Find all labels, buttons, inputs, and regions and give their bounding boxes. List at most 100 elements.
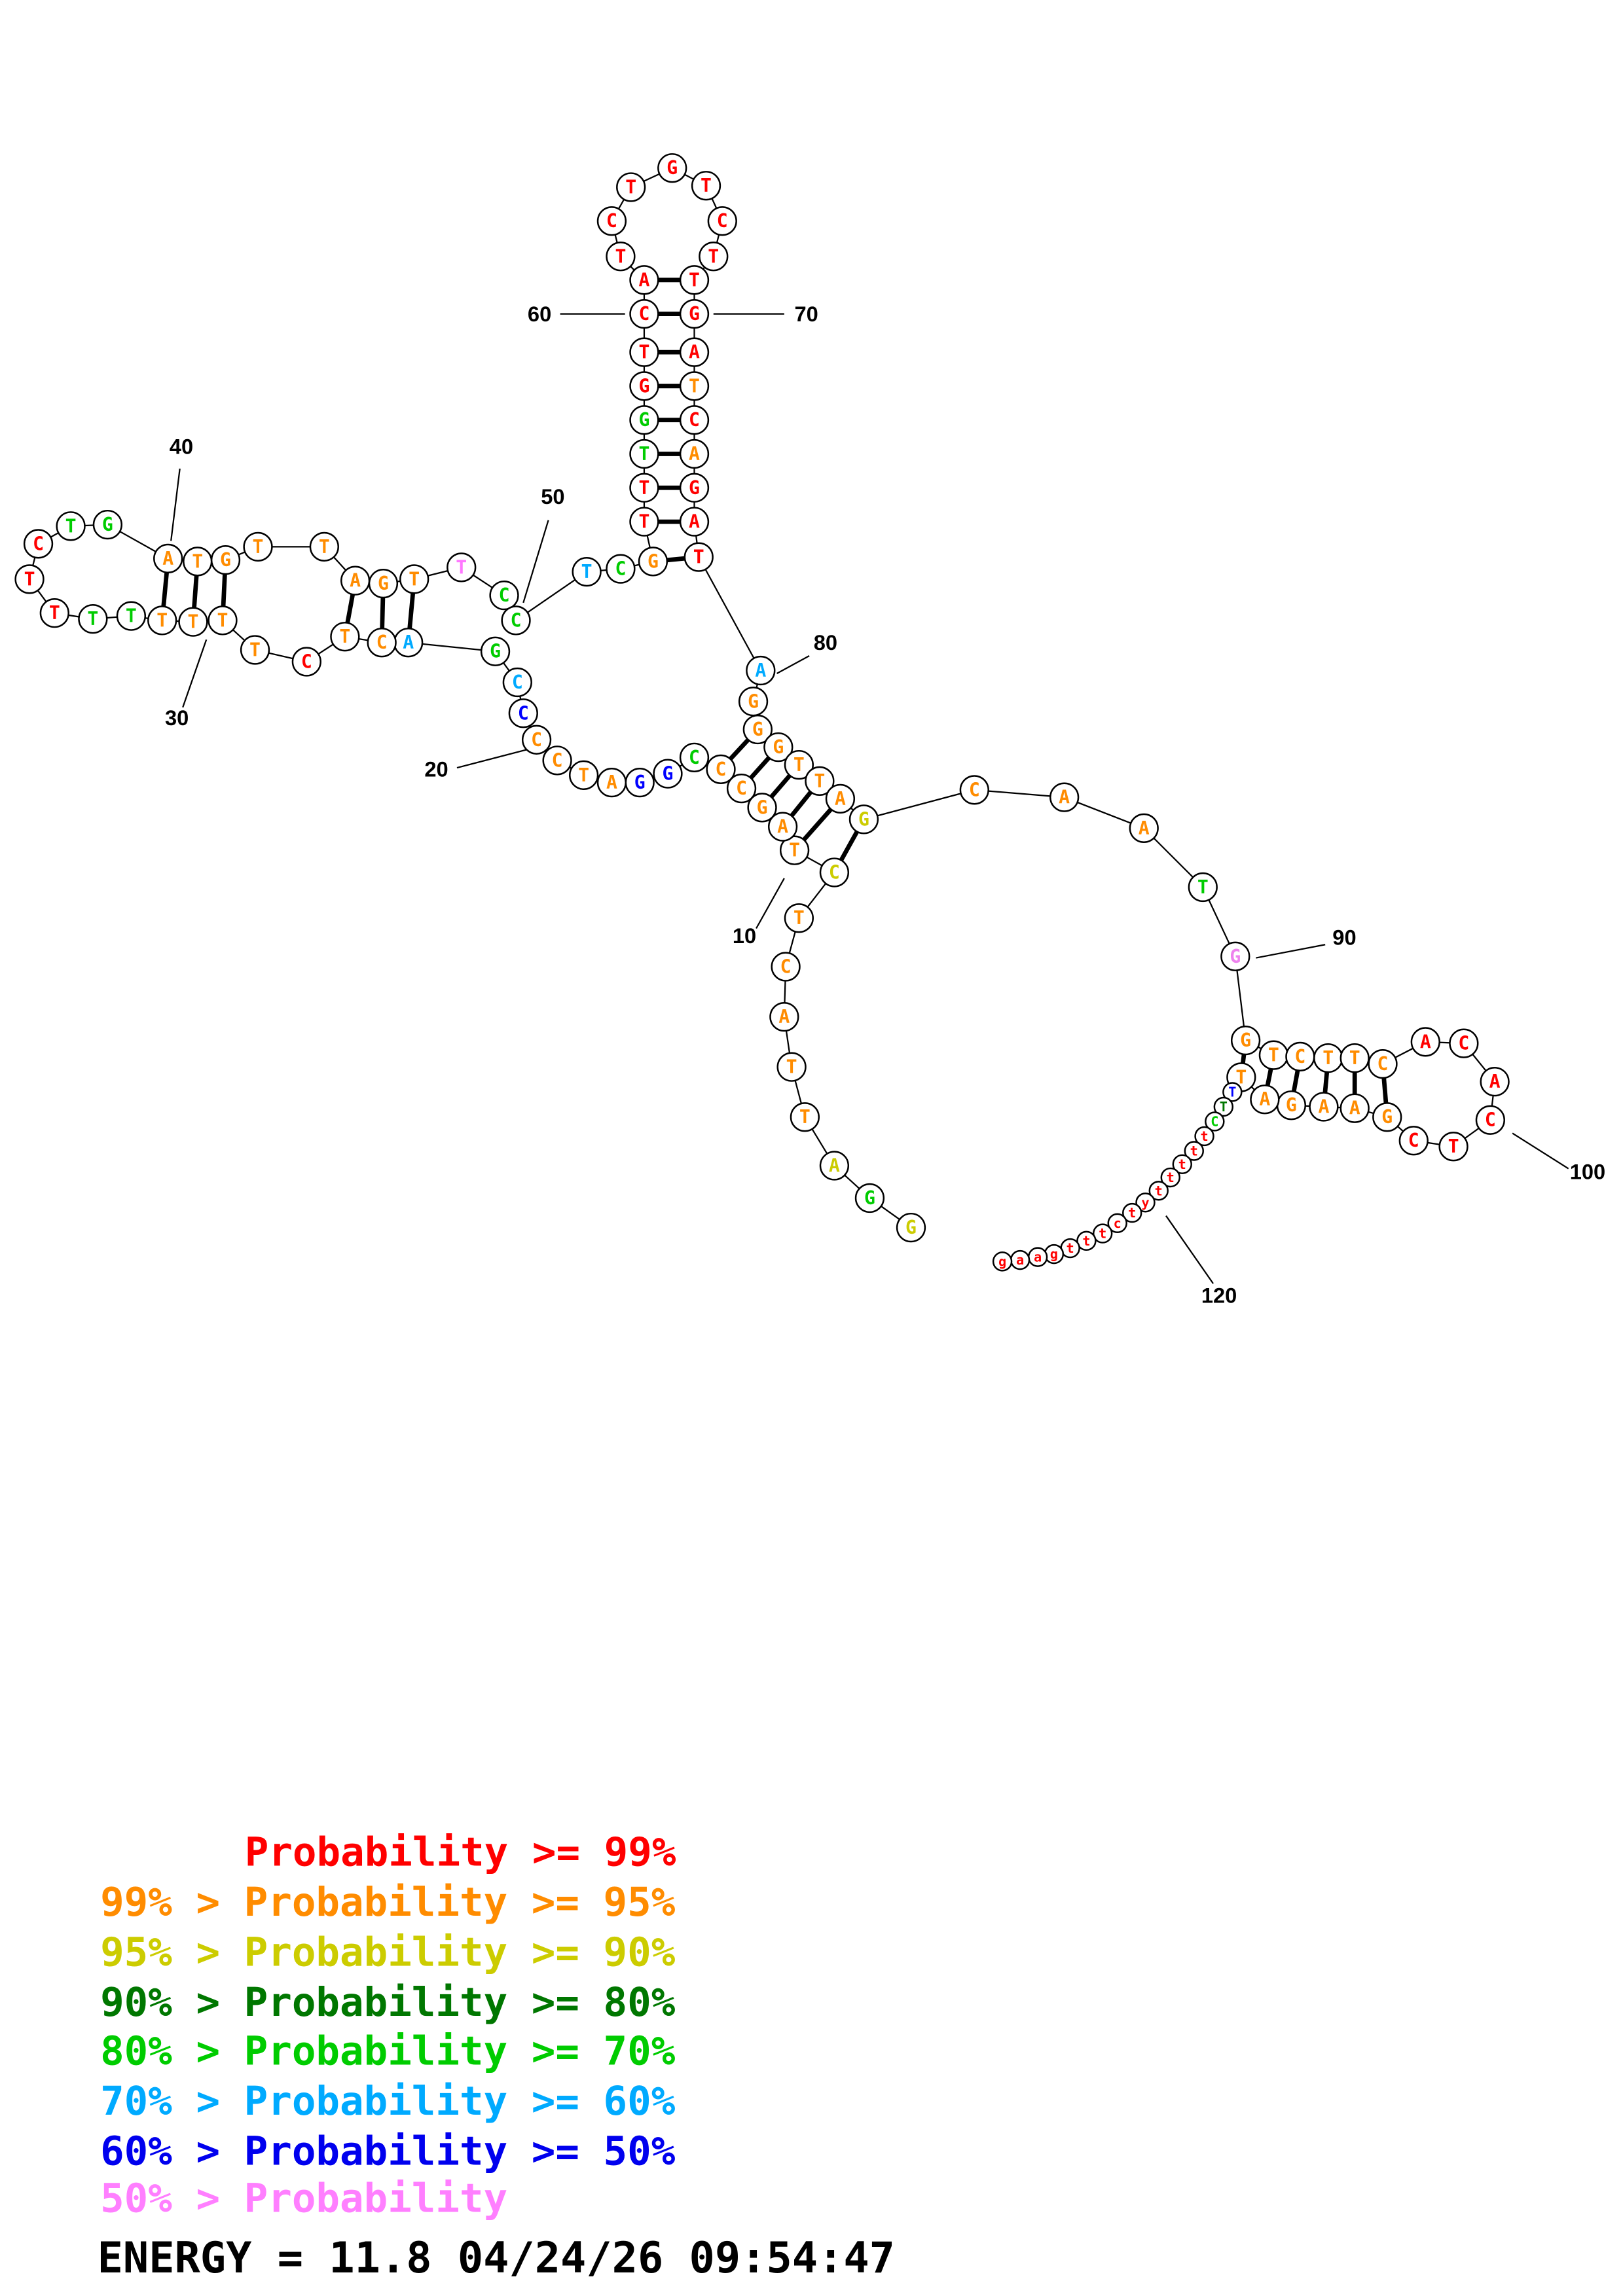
- nucleotide-circle: [767, 812, 798, 842]
- nucleotide-circle: [1340, 1093, 1370, 1123]
- nucleotide-base: T: [87, 608, 98, 630]
- nucleotide-base: T: [578, 764, 589, 786]
- nucleotide-base: T: [689, 269, 700, 291]
- nucleotide-circle: [1076, 1230, 1097, 1251]
- nucleotide-base: A: [829, 1155, 840, 1177]
- nucleotide-circle: [78, 604, 108, 634]
- nucleotide-base: C: [829, 861, 840, 883]
- nucleotide-base: C: [1485, 1109, 1496, 1131]
- nucleotide-base: T: [49, 602, 60, 624]
- label-leader-line: [1512, 1132, 1569, 1170]
- nucleotide-base: C: [615, 558, 626, 580]
- nucleotide-circle: [1092, 1223, 1113, 1244]
- nucleotide-base: A: [777, 816, 788, 838]
- nucleotide-circle: [1194, 1126, 1214, 1147]
- nucleotide-base: T: [793, 907, 805, 929]
- nucleotide-circle: [489, 581, 519, 611]
- nucleotide-circle: [309, 531, 339, 562]
- nucleotide-base: T: [217, 609, 228, 631]
- nucleotide-circle: [992, 1251, 1013, 1272]
- nucleotide-circle: [629, 439, 659, 469]
- nucleotide-base: G: [689, 477, 700, 499]
- nucleotide-base: T: [638, 443, 649, 465]
- nucleotide-base: t: [1200, 1128, 1208, 1144]
- nucleotide-circle: [726, 773, 757, 804]
- nucleotide-base: A: [1349, 1098, 1360, 1119]
- label-leader-line: [1256, 944, 1326, 959]
- nucleotide-circle: [208, 605, 238, 636]
- nucleotide-base: G: [638, 409, 649, 431]
- label-leader-line: [1165, 1215, 1214, 1284]
- nucleotide-base: C: [606, 210, 617, 232]
- nucleotide-base: A: [162, 548, 173, 569]
- nucleotide-circle: [790, 1102, 820, 1132]
- nucleotide-base: C: [531, 729, 542, 751]
- legend-line-90: 95% > Probability >= 90%: [100, 1930, 676, 1976]
- nucleotide-base: C: [689, 409, 700, 431]
- nucleotide-circle: [679, 439, 710, 469]
- nucleotide-base: a: [1016, 1252, 1024, 1268]
- nucleotide-circle: [784, 903, 814, 933]
- nucleotide-circle: [763, 732, 793, 762]
- nucleotide-base: a: [1034, 1249, 1042, 1265]
- nucleotide-base: T: [339, 626, 350, 647]
- backbone-segment: [864, 789, 975, 820]
- nucleotide-base: A: [606, 772, 617, 793]
- nucleotide-base: T: [126, 605, 137, 627]
- nucleotide-circle: [116, 601, 147, 631]
- nucleotide-base: T: [799, 1106, 811, 1128]
- nucleotide-circle: [1205, 1111, 1225, 1132]
- position-label: 20: [424, 757, 448, 781]
- nucleotide-circle: [501, 605, 531, 636]
- nucleotide-circle: [210, 545, 241, 575]
- nucleotide-base: T: [581, 561, 593, 583]
- nucleotide-base: T: [65, 515, 77, 537]
- nucleotide-base: T: [708, 245, 719, 267]
- nucleotide-circle: [679, 405, 710, 435]
- nucleotide-base: A: [835, 788, 846, 810]
- nucleotide-base: A: [1318, 1096, 1329, 1117]
- nucleotide-circle: [480, 636, 511, 666]
- nucleotide-base: G: [1240, 1030, 1251, 1051]
- nucleotide-base: C: [33, 533, 44, 554]
- nucleotide-base: G: [905, 1217, 917, 1238]
- nucleotide-circle: [1449, 1028, 1479, 1058]
- nucleotide-base: G: [1381, 1106, 1393, 1128]
- nucleotide-base: G: [666, 157, 678, 179]
- nucleotide-circle: [1213, 1096, 1234, 1117]
- nucleotide-circle: [1148, 1181, 1169, 1201]
- nucleotide-circle: [291, 647, 321, 677]
- nucleotide-base: T: [1228, 1084, 1236, 1100]
- label-leader-line: [182, 639, 208, 708]
- nucleotide-base: t: [1067, 1240, 1074, 1256]
- nucleotide-base: A: [1489, 1071, 1501, 1092]
- position-label: 100: [1570, 1159, 1605, 1183]
- nucleotide-circle: [502, 667, 532, 698]
- nucleotide-base: T: [187, 611, 198, 633]
- nucleotide-circle: [243, 531, 273, 562]
- nucleotide-base: C: [780, 956, 792, 978]
- nucleotide-circle: [746, 655, 776, 686]
- nucleotide-base: C: [301, 651, 312, 672]
- probability-legend: Probability >= 99% 99% > Probability >= …: [100, 1830, 676, 2222]
- nucleotide-circle: [679, 473, 710, 503]
- nucleotide-base: T: [1235, 1066, 1247, 1088]
- nucleotide-circle: [657, 153, 687, 183]
- nucleotide-base: T: [1322, 1047, 1334, 1069]
- nucleotide-base: t: [1099, 1226, 1106, 1242]
- nucleotide-circle: [679, 337, 710, 367]
- nucleotide-circle: [240, 635, 270, 665]
- nucleotide-base: A: [778, 1006, 790, 1028]
- nucleotide-circle: [56, 511, 86, 541]
- nucleotide-circle: [1135, 1193, 1156, 1213]
- nucleotide-base: T: [786, 1056, 797, 1078]
- nucleotide-base: T: [615, 245, 626, 267]
- nucleotide-base: T: [249, 639, 261, 660]
- nucleotide-circle: [629, 265, 659, 295]
- position-label: 80: [814, 630, 837, 655]
- nucleotide-circle: [896, 1212, 926, 1243]
- nucleotide-base: G: [663, 763, 674, 785]
- nucleotide-circle: [367, 628, 397, 658]
- nucleotide-circle: [1188, 872, 1218, 903]
- nucleotide-base: t: [1155, 1183, 1163, 1198]
